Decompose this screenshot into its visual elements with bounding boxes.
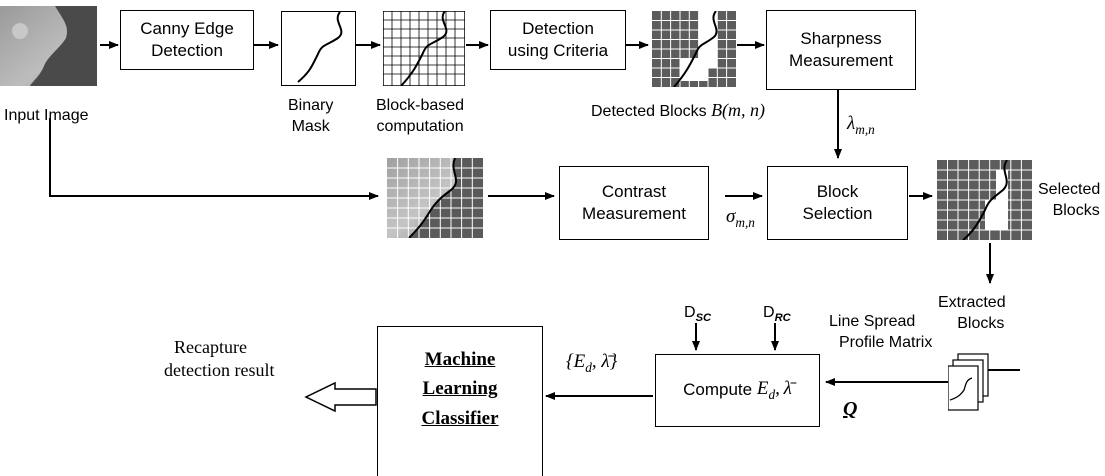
canny-line-2: Detection: [151, 41, 223, 60]
lambda-subscript: m,n: [855, 121, 875, 137]
extracted-blocks-label: Extracted Blocks: [938, 293, 1006, 335]
overlay-grid-image: [387, 157, 483, 239]
contrast-line-2: Measurement: [582, 204, 686, 223]
line-spread-label: Line Spread Profile Matrix: [829, 312, 932, 354]
d-sc-label: DSC: [684, 303, 711, 326]
sigma-symbol: σ: [726, 206, 736, 227]
ed-lambda-set-label: {Ed, λ̄}: [566, 350, 617, 376]
detection-line-2: using Criteria: [507, 41, 609, 60]
sigma-mn-label: σm,n: [726, 205, 755, 231]
selected-blocks-line-2: Blocks: [1052, 201, 1100, 219]
compute-math: Ed, λ̄: [756, 378, 792, 403]
input-image-label: Input Image: [4, 107, 89, 124]
binary-mask-line-2: Mask: [291, 117, 330, 135]
selected-blocks-label: Selected Blocks: [1038, 180, 1100, 222]
contrast-line-1: Contrast: [601, 181, 667, 201]
hollow-output-arrow: [304, 381, 377, 413]
block-selection-line-2: Selection: [802, 204, 873, 223]
block-based-line-1: Block-based: [376, 97, 465, 114]
set-e: {E: [566, 351, 586, 372]
line-spread-line-1: Line Spread: [829, 313, 916, 330]
lambda-symbol: λ: [847, 113, 856, 134]
compute-text: Compute: [683, 380, 753, 400]
selected-blocks-image: [937, 159, 1032, 241]
classifier-line-3: Classifier: [421, 407, 499, 429]
detected-blocks-label: Detected Blocks B(m, n): [591, 99, 765, 123]
q-symbol: Q: [843, 398, 858, 420]
block-based-label: Block-based computation: [376, 96, 464, 138]
block-selection-box: Block Selection: [767, 166, 908, 240]
set-lambda-bar: , λ̄}: [591, 351, 618, 372]
sharpness-line-2: Measurement: [789, 51, 893, 70]
line-spread-line-2: Profile Matrix: [839, 333, 933, 351]
lambda-mn-label: λm,n: [847, 112, 875, 138]
d-rc-subscript: RC: [774, 312, 791, 325]
block-selection-line-1: Block: [816, 181, 859, 201]
compute-box: Compute Ed, λ̄: [655, 354, 820, 427]
canny-line-1: Canny Edge: [140, 18, 234, 38]
d-sc-symbol: D: [684, 304, 696, 321]
sigma-subscript: m,n: [735, 214, 755, 230]
sharpness-measurement-box: Sharpness Measurement: [766, 10, 916, 90]
recapture-result-label: Recapture detection result: [164, 336, 274, 383]
extracted-blocks-stack: [947, 352, 990, 414]
detection-line-1: Detection: [522, 18, 594, 38]
canny-edge-detection-box: Canny Edge Detection: [120, 10, 254, 70]
detected-blocks-text: Detected Blocks: [591, 103, 707, 120]
binary-mask-line-1: Binary: [288, 97, 334, 114]
recapture-line-2: detection result: [164, 360, 275, 381]
d-rc-label: DRC: [763, 303, 791, 326]
set-e-subscript: d: [585, 359, 592, 375]
block-based-line-2: computation: [376, 117, 464, 135]
arrow-input-to-overlay: [49, 118, 379, 200]
selected-blocks-line-1: Selected: [1038, 181, 1101, 198]
q-label: Q: [843, 396, 857, 422]
d-rc-symbol: D: [763, 304, 775, 321]
compute-lambda-bar: λ̄: [783, 378, 792, 400]
detected-blocks-image: [652, 10, 736, 88]
detection-criteria-box: Detection using Criteria: [490, 10, 626, 70]
classifier-line-2: Learning: [422, 378, 498, 400]
compute-e: E: [756, 378, 769, 400]
classifier-line-1: Machine: [424, 349, 496, 370]
d-sc-subscript: SC: [695, 312, 712, 325]
detected-blocks-math: B(m, n): [711, 100, 766, 120]
input-image: [0, 6, 97, 86]
extracted-blocks-line-2: Blocks: [957, 314, 1005, 332]
machine-learning-classifier-box: Machine Learning Classifier: [377, 326, 543, 476]
sharpness-line-1: Sharpness: [800, 28, 882, 48]
binary-mask-image: [281, 11, 356, 86]
compute-e-subscript: d: [768, 387, 776, 403]
contrast-measurement-box: Contrast Measurement: [559, 166, 709, 240]
block-grid-image: [382, 10, 466, 87]
recapture-line-1: Recapture: [174, 337, 247, 357]
extracted-blocks-line-1: Extracted: [938, 294, 1006, 311]
binary-mask-label: Binary Mask: [288, 96, 333, 138]
